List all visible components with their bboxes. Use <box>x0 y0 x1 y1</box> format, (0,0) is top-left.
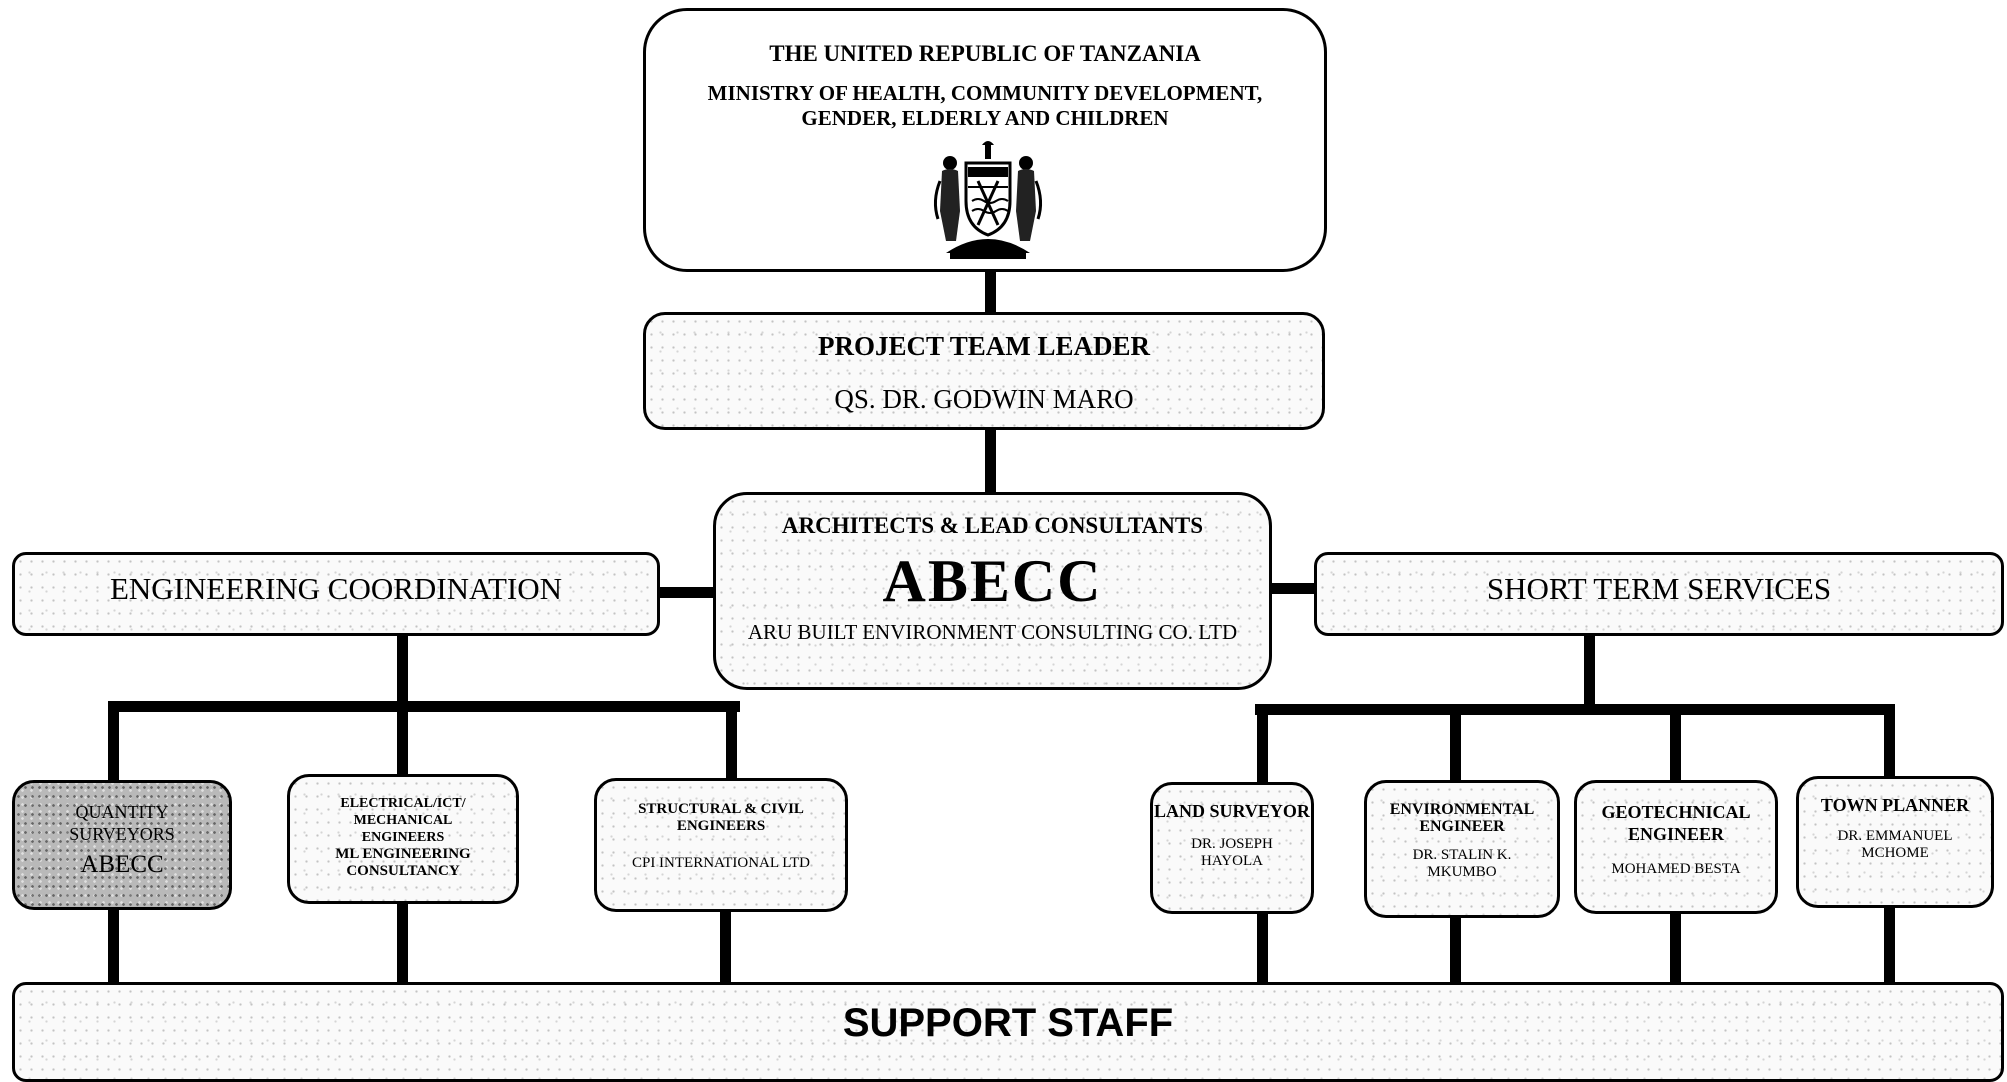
support-staff-box: SUPPORT STAFF <box>12 982 2004 1082</box>
lead-consultant-title: ARCHITECTS & LEAD CONSULTANTS <box>781 513 1204 538</box>
connector-eng-drop-1 <box>108 701 119 781</box>
connector-support-3 <box>720 910 731 983</box>
support-staff-title: SUPPORT STAFF <box>842 1001 1174 1045</box>
country-title: THE UNITED REPUBLIC OF TANZANIA <box>769 41 1201 66</box>
geo-role2: ENGINEER <box>1627 824 1725 844</box>
env-role2: ENGINEER <box>1419 818 1505 835</box>
connector-leader-consultant <box>985 430 996 494</box>
land-surveyor-box: LAND SURVEYOR DR. JOSEPH HAYOLA <box>1150 782 1314 914</box>
geo-role1: GEOTECHNICAL <box>1601 802 1751 822</box>
town-planner-name2: MCHOME <box>1861 845 1929 861</box>
quantity-surveyors-box: QUANTITY SURVEYORS ABECC <box>12 780 232 910</box>
short-term-services-title: SHORT TERM SERVICES <box>1486 571 1832 606</box>
elec-line3: ENGINEERS <box>361 830 445 845</box>
connector-engineering-bus <box>108 701 740 712</box>
ministry-box: THE UNITED REPUBLIC OF TANZANIA MINISTRY… <box>643 8 1327 272</box>
connector-ministry-leader <box>985 270 996 314</box>
connector-eng-drop-2 <box>397 701 408 776</box>
lead-consultant-full-name: ARU BUILT ENVIRONMENT CONSULTING CO. LTD <box>747 620 1238 644</box>
elec-line5: CONSULTANCY <box>346 863 460 879</box>
env-name1: DR. STALIN K. <box>1412 847 1512 863</box>
env-role1: ENVIRONMENTAL <box>1389 801 1535 818</box>
connector-consultant-engineering <box>660 587 715 598</box>
qs-line3: ABECC <box>80 851 164 878</box>
qs-line1: QUANTITY <box>75 802 169 822</box>
town-planner-role: TOWN PLANNER <box>1820 795 1970 815</box>
connector-support-1 <box>108 905 119 983</box>
connector-st-drop-3 <box>1670 704 1681 782</box>
project-team-leader-box: PROJECT TEAM LEADER QS. DR. GODWIN MARO <box>643 312 1325 430</box>
connector-shortterm-down <box>1584 636 1595 710</box>
lead-consultant-box: ARCHITECTS & LEAD CONSULTANTS ABECC ARU … <box>713 492 1272 690</box>
environmental-engineer-box: ENVIRONMENTAL ENGINEER DR. STALIN K. MKU… <box>1364 780 1560 918</box>
land-surveyor-name2: HAYOLA <box>1201 853 1263 869</box>
connector-engineering-down <box>397 636 408 706</box>
connector-shortterm-bus <box>1255 704 1895 715</box>
short-term-services-box: SHORT TERM SERVICES <box>1314 552 2004 636</box>
connector-st-drop-2 <box>1450 704 1461 786</box>
ministry-name-line2: GENDER, ELDERLY AND CHILDREN <box>801 106 1169 130</box>
connector-consultant-shortterm <box>1270 583 1316 594</box>
land-surveyor-name1: DR. JOSEPH <box>1191 836 1273 852</box>
structural-engineers-box: STRUCTURAL & CIVIL ENGINEERS CPI INTERNA… <box>594 778 848 912</box>
elec-line1: ELECTRICAL/ICT/ <box>340 796 466 811</box>
geo-name1: MOHAMED BESTA <box>1611 861 1741 877</box>
connector-support-5 <box>1450 918 1461 983</box>
electrical-engineers-box: ELECTRICAL/ICT/ MECHANICAL ENGINEERS ML … <box>287 774 519 904</box>
town-planner-box: TOWN PLANNER DR. EMMANUEL MCHOME <box>1796 776 1994 908</box>
elec-line2: MECHANICAL <box>353 813 453 828</box>
connector-support-6 <box>1670 912 1681 983</box>
elec-line4: ML ENGINEERING <box>335 846 471 862</box>
engineering-coordination-box: ENGINEERING COORDINATION <box>12 552 660 636</box>
qs-line2: SURVEYORS <box>69 824 175 844</box>
connector-support-7 <box>1884 908 1895 983</box>
ministry-name-line1: MINISTRY OF HEALTH, COMMUNITY DEVELOPMEN… <box>707 81 1263 105</box>
town-planner-name1: DR. EMMANUEL <box>1837 828 1953 844</box>
connector-st-drop-4 <box>1884 704 1895 782</box>
land-surveyor-role: LAND SURVEYOR <box>1154 801 1310 821</box>
lead-consultant-acronym: ABECC <box>882 548 1103 614</box>
connector-st-drop-1 <box>1257 704 1268 786</box>
struct-line3: CPI INTERNATIONAL LTD <box>631 855 811 871</box>
connector-support-2 <box>397 900 408 983</box>
env-name2: MKUMBO <box>1427 864 1497 880</box>
geotechnical-engineer-box: GEOTECHNICAL ENGINEER MOHAMED BESTA <box>1574 780 1778 914</box>
team-leader-name: QS. DR. GODWIN MARO <box>834 384 1134 414</box>
engineering-coordination-title: ENGINEERING COORDINATION <box>109 571 563 606</box>
struct-line2: ENGINEERS <box>676 818 766 834</box>
connector-support-4 <box>1257 912 1268 983</box>
team-leader-title: PROJECT TEAM LEADER <box>817 331 1151 361</box>
coat-of-arms-icon <box>933 141 1043 259</box>
connector-eng-drop-3 <box>726 701 737 779</box>
struct-line1: STRUCTURAL & CIVIL <box>638 801 804 817</box>
